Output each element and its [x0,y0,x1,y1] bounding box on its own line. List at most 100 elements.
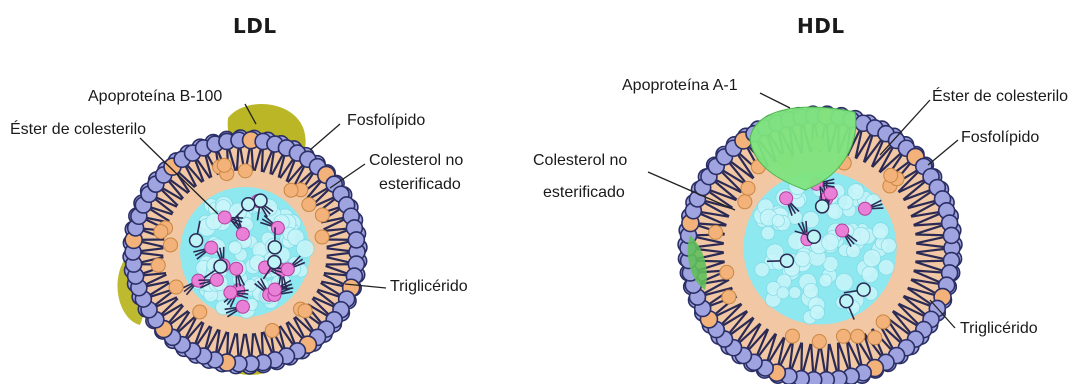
core-bubble [845,243,861,259]
free-cholesterol [811,334,827,350]
free-cholesterol [264,323,280,339]
leader-line [759,92,791,109]
triglyceride [267,254,282,270]
triglyceride [267,240,283,255]
core-bubble [851,226,871,246]
free-cholesterol [740,180,756,196]
cholesteryl-ester [823,186,838,201]
free-cholesterol [719,264,735,280]
ldl-core-molecules [181,193,306,318]
cholesteryl-ester [835,223,850,238]
leader-line [139,137,219,215]
free-cholesterol [708,224,724,240]
cholesteryl-ester [235,299,250,314]
core-bubble [818,273,833,288]
core-bubble [228,240,242,255]
cholesteryl-ester [204,240,219,255]
apoprotein-a1 [749,106,857,191]
triglyceride [839,293,854,309]
core-bubble [788,286,802,300]
ldl-ester-label: Éster de colesterilo [10,121,147,138]
core-bubble [754,262,770,278]
core-bubble [878,258,895,276]
triglyceride [814,199,830,214]
hdl-core-molecules [766,176,884,320]
hdl-free-cholesterol-label-line2: esterificado [543,184,625,201]
apoprotein-a1 [687,235,707,290]
free-cholesterol [301,197,317,213]
free-cholesterol [875,314,891,330]
phospholipid-head [942,226,961,245]
core-bubble [861,265,879,284]
free-cholesterol [216,157,232,173]
core-bubble [215,299,231,316]
ldl-apoprotein-label: Apoproteína B-100 [88,88,223,105]
core-bubble [880,237,897,254]
free-cholesterol [314,207,330,223]
cholesteryl-ester [857,201,872,216]
triglyceride [188,233,204,248]
leader-line [879,99,931,156]
core-bubble [771,214,785,228]
free-cholesterol [314,229,330,245]
free-cholesterol [192,304,208,320]
leader-line [309,123,341,151]
free-cholesterol [835,328,851,344]
triglyceride [806,229,822,245]
leader-line [244,103,257,125]
triglyceride [213,259,228,274]
leader-line [647,171,736,211]
hdl-triglyceride-label: Triglicérido [960,320,1038,337]
free-cholesterol [867,330,883,346]
cholesteryl-ester [235,226,250,241]
hdl-ester-label: Éster de colesterilo [932,88,1069,105]
cholesteryl-ester [779,191,794,206]
triglyceride [779,253,795,268]
core-bubble [821,233,840,252]
core-bubble [794,250,811,268]
free-cholesterol [297,303,313,319]
ldl-free-cholesterol-label-line2: esterificado [379,176,461,193]
hdl-phospholipid-label: Fosfolípido [961,129,1040,146]
core-bubble [834,272,854,292]
free-cholesterol [737,194,753,210]
phospholipid-head [347,231,366,249]
ldl-leader-lines [139,103,387,289]
hdl-title: HDL [797,14,845,38]
hdl-free-cholesterol-label-line1: Colesterol no [533,152,628,169]
leader-line [329,163,366,189]
hdl-leader-lines [647,92,959,329]
ldl-phospholipid-monolayer [122,129,368,375]
leader-line [927,139,959,166]
core-bubble [862,249,882,268]
triglyceride [241,197,256,212]
free-cholesterol [162,237,178,253]
free-cholesterol [283,182,299,198]
cholesteryl-ester [217,210,232,225]
free-cholesterol [850,328,866,344]
cholesteryl-ester [280,262,295,277]
core-bubble [803,282,819,299]
free-cholesterol [150,257,166,273]
core-bubble [776,286,790,300]
core-bubble [809,304,825,321]
core-bubble [295,239,315,258]
core-bubble [837,194,854,211]
ldl-triglyceride-label: Triglicérido [390,278,468,295]
free-cholesterol [721,289,737,305]
ldl-title: LDL [233,14,277,38]
triglyceride [856,282,871,297]
ldl-free-cholesterol-label-line1: Colesterol no [369,152,464,169]
free-cholesterol [784,328,800,344]
cholesteryl-ester [267,282,282,297]
free-cholesterol [883,167,899,183]
cholesteryl-ester [229,261,244,276]
core-bubble [802,211,820,229]
ldl-phospholipid-label: Fosfolípido [347,112,426,129]
free-cholesterol [153,224,169,240]
free-cholesterol [168,279,184,295]
core-bubble [760,225,776,241]
leader-line [344,283,387,289]
